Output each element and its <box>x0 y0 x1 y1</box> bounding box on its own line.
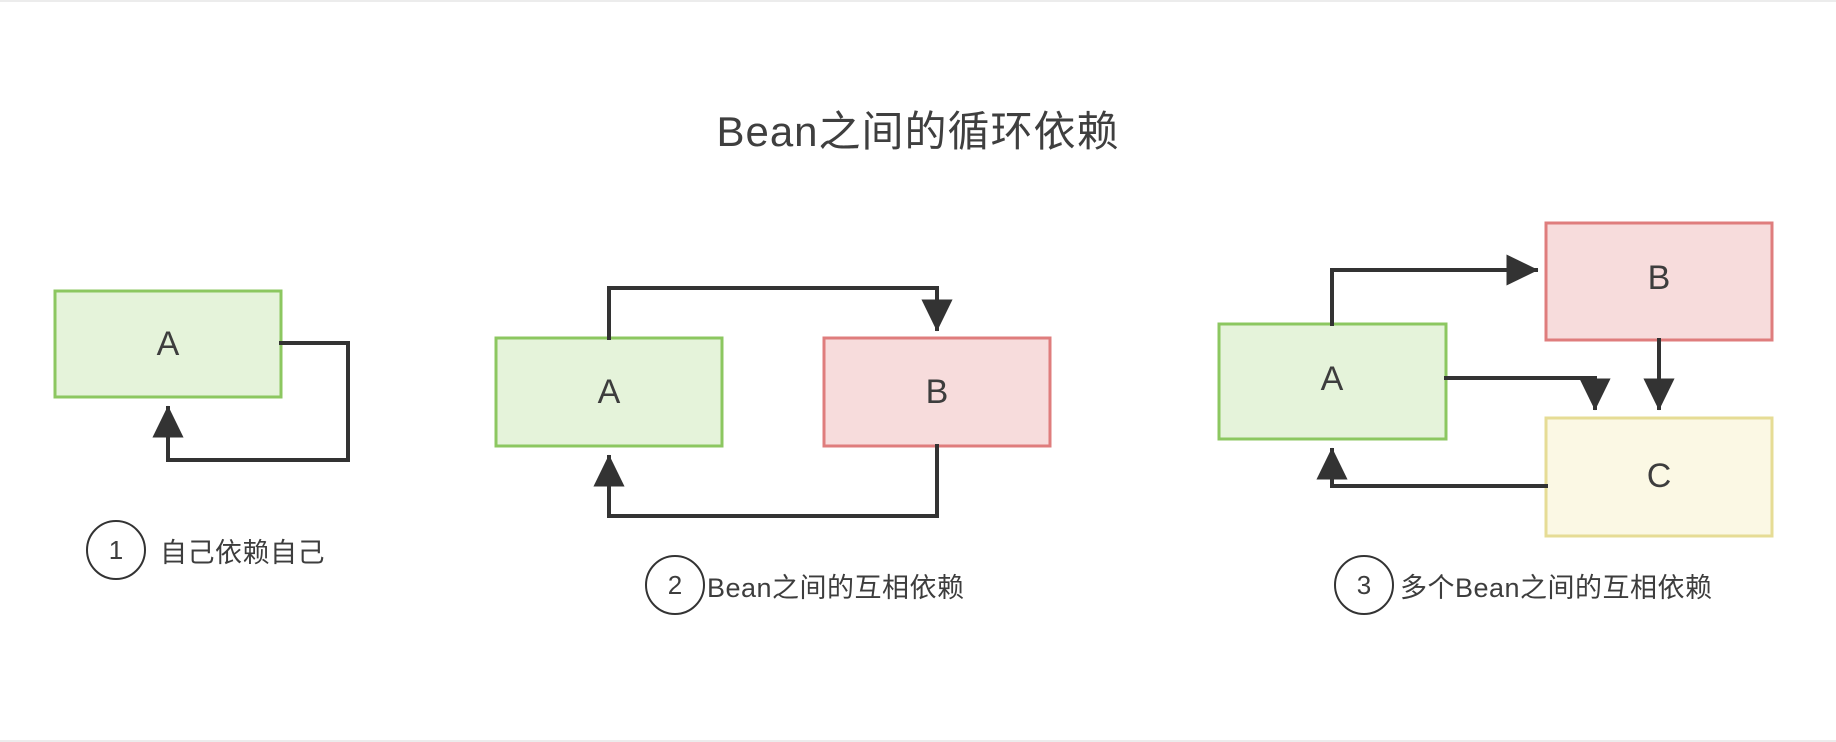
node-box-a[interactable] <box>494 336 724 448</box>
caption-text-3: 多个Bean之间的互相依赖 <box>1400 572 1713 603</box>
edge-a-to-b <box>1330 254 1539 326</box>
node-box-a[interactable] <box>1217 322 1448 441</box>
diagram-mutual-dependency: A B <box>494 286 1052 518</box>
diagram-multi-bean-dependency: B A C <box>1217 221 1774 538</box>
caption-badge-3: 3 <box>1334 555 1394 615</box>
node-box-a[interactable] <box>53 289 283 399</box>
caption-badge-1: 1 <box>86 520 146 580</box>
edge-c-to-a <box>1316 447 1548 488</box>
node-label-b: B <box>1648 259 1671 297</box>
node-box-c[interactable] <box>1544 416 1774 538</box>
caption-badge-2: 2 <box>645 555 705 615</box>
edge-a-to-b <box>607 286 953 340</box>
caption-text-2: Bean之间的互相依赖 <box>707 572 965 603</box>
edge-a-to-c <box>1444 376 1611 411</box>
node-label-a: A <box>157 325 180 363</box>
edge-a-to-a <box>152 341 350 462</box>
node-label-b: B <box>926 373 949 411</box>
top-divider <box>0 0 1836 2</box>
caption-text-1: 自己依赖自己 <box>160 537 325 568</box>
diagram-self-dependency: A <box>53 289 350 462</box>
caption-multi-bean-dependency: 3 多个Bean之间的互相依赖 <box>1334 555 1713 615</box>
node-label-c: C <box>1647 457 1672 495</box>
page-title: Bean之间的循环依赖 <box>716 108 1120 155</box>
caption-self-dependency: 1 自己依赖自己 <box>86 520 325 580</box>
node-label-a: A <box>598 373 621 411</box>
edge-b-to-a <box>593 444 939 518</box>
node-label-a: A <box>1321 360 1344 398</box>
caption-mutual-dependency: 2 Bean之间的互相依赖 <box>645 555 965 615</box>
bottom-divider <box>0 740 1836 742</box>
